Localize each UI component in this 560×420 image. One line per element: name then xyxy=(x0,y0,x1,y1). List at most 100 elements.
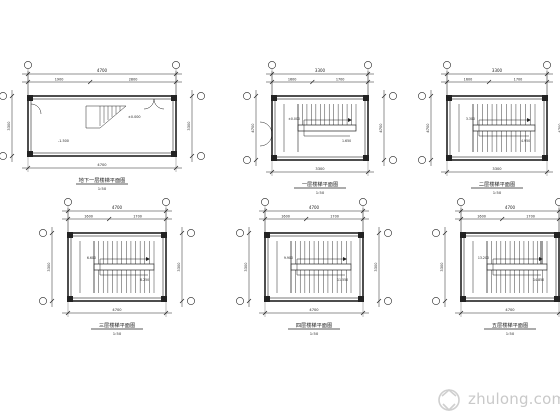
column xyxy=(67,296,73,302)
dimension-text-a: 1600 xyxy=(288,78,297,82)
dimension-text-right: 3300 xyxy=(177,262,181,272)
column xyxy=(446,155,452,161)
column xyxy=(264,296,270,302)
dimension-tick xyxy=(499,216,505,222)
dimension-text-left: 3300 xyxy=(47,262,51,272)
door-swing xyxy=(259,133,273,147)
dimension-tick xyxy=(253,93,259,99)
axis-bubble xyxy=(172,61,180,69)
watermark-text: zhulong.com xyxy=(468,390,560,408)
column xyxy=(171,151,177,157)
dimension-tick xyxy=(428,157,434,163)
axis-bubble xyxy=(555,198,560,206)
column xyxy=(271,95,277,101)
direction-arrowhead xyxy=(146,257,150,261)
dimension-text-b: 1700 xyxy=(336,78,345,82)
column xyxy=(161,232,167,238)
dimension-text-left: 3300 xyxy=(440,262,444,272)
plan-caption: 二层楼梯平面图 xyxy=(479,180,515,188)
plan-caption: 三层楼梯平面图 xyxy=(99,321,135,329)
dimension-tick xyxy=(442,298,448,304)
axis-bubble xyxy=(236,297,244,305)
dimension-tick xyxy=(246,230,252,236)
level-mark-landing: 9.900 xyxy=(284,256,293,260)
wall-outer xyxy=(446,95,548,161)
column xyxy=(446,95,452,101)
axis-bubble xyxy=(39,297,47,305)
column xyxy=(542,95,548,101)
wall-outer xyxy=(271,95,369,161)
dimension-tick xyxy=(246,298,252,304)
column xyxy=(171,95,177,101)
axis-bubble xyxy=(432,297,440,305)
dimension-tick xyxy=(49,298,55,304)
dimension-tick xyxy=(376,298,382,304)
dimension-tick xyxy=(381,93,387,99)
dimension-tick xyxy=(189,93,195,99)
dimension-text-a: 1600 xyxy=(281,215,290,219)
dimension-text-left: 3300 xyxy=(7,121,11,131)
column xyxy=(542,155,548,161)
dimension-text-b: 2800 xyxy=(129,78,138,82)
dimension-text-right: 3300 xyxy=(187,121,191,131)
wall-inner xyxy=(30,98,174,154)
plan-caption: 地下一层楼梯平面图 xyxy=(79,176,126,184)
dimension-tick xyxy=(9,153,15,159)
column xyxy=(363,155,369,161)
axis-bubble xyxy=(418,156,426,164)
direction-arrow-line xyxy=(303,119,350,137)
axis-bubble xyxy=(0,92,7,100)
direction-arrowhead xyxy=(348,118,352,122)
level-mark-lower: -1.500 xyxy=(58,139,69,143)
axis-bubble xyxy=(268,61,276,69)
plan-scale: 1:50 xyxy=(506,331,515,336)
dimension-text-total: 4700 xyxy=(505,205,516,210)
dimension-text-right: 4700 xyxy=(379,123,383,133)
wall-outer xyxy=(264,232,364,302)
wall-inner xyxy=(449,98,545,158)
column xyxy=(271,155,277,161)
axis-bubble xyxy=(0,152,7,160)
dimension-text-right: 4700 xyxy=(558,123,560,133)
dimension-text-total: 3300 xyxy=(492,68,503,73)
dimension-text-a: 1600 xyxy=(477,215,486,219)
dimension-text-a: 1600 xyxy=(464,78,473,82)
level-mark-landing: ±0.000 xyxy=(288,117,300,121)
column xyxy=(460,296,466,302)
axis-bubble xyxy=(384,229,392,237)
plan-scale: 1:50 xyxy=(316,190,325,195)
wall-outer xyxy=(27,95,177,157)
dimension-tick xyxy=(253,157,259,163)
level-mark-floor: 4.950 xyxy=(521,139,530,143)
dimension-text-total: 4700 xyxy=(112,205,123,210)
axis-bubble xyxy=(64,198,72,206)
watermark: zhulong.com xyxy=(434,386,560,414)
dimension-text-bottom: 4700 xyxy=(97,163,107,167)
axis-bubble xyxy=(261,198,269,206)
level-mark-floor: 14.850 xyxy=(533,278,544,282)
dimension-tick xyxy=(303,216,309,222)
column xyxy=(460,232,466,238)
axis-bubble xyxy=(389,92,397,100)
axis-bubble xyxy=(24,61,32,69)
level-mark-floor: 8.250 xyxy=(140,278,149,282)
axis-bubble xyxy=(389,156,397,164)
level-mark-upper: ±0.000 xyxy=(128,115,141,119)
level-mark-landing: 6.600 xyxy=(87,256,96,260)
axis-bubble xyxy=(236,229,244,237)
column xyxy=(27,151,33,157)
dimension-text-bottom: 4700 xyxy=(309,308,319,312)
plan-caption: 四层楼梯平面图 xyxy=(296,321,332,329)
direction-arrow-line xyxy=(478,119,529,137)
door-swing xyxy=(259,121,273,135)
axis-bubble xyxy=(432,229,440,237)
dimension-text-b: 1700 xyxy=(514,78,523,82)
dimension-tick xyxy=(106,216,112,222)
wall-outer xyxy=(67,232,167,302)
dimension-text-a: 1900 xyxy=(55,78,64,82)
direction-arrowhead xyxy=(527,118,531,122)
level-mark-landing: 13.200 xyxy=(478,256,489,260)
